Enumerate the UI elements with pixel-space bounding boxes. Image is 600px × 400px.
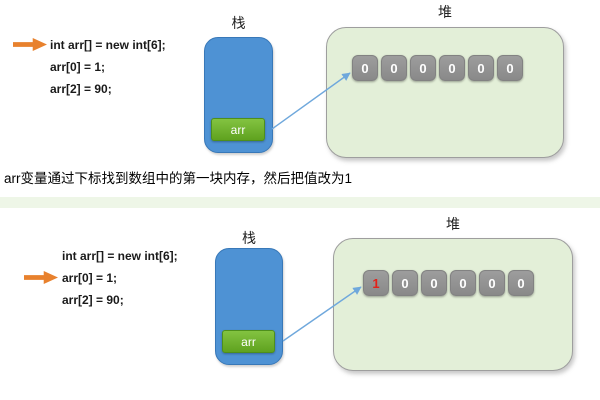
array-cell: 0 [381,55,407,81]
array-cell: 0 [479,270,505,296]
heap-label: 堆 [446,216,460,232]
array-variable-box: arr [211,118,265,141]
caption-text: arr变量通过下标找到数组中的第一块内存，然后把值改为1 [4,171,353,186]
separator-band [0,197,600,208]
code-pointer-arrow-icon [24,271,58,284]
code-line: int arr[] = new int[6]; [50,38,166,52]
array-cell: 0 [497,55,523,81]
array-cell: 0 [439,55,465,81]
array-cell: 0 [392,270,418,296]
array-cell: 0 [410,55,436,81]
array-cell: 0 [508,270,534,296]
heap-box [326,27,564,158]
array-cell: 1 [363,270,389,296]
code-line: arr[0] = 1; [50,60,106,74]
array-cell: 0 [468,55,494,81]
array-cell: 0 [352,55,378,81]
code-line: arr[2] = 90; [62,293,124,307]
array-cells-row: 0 0 0 0 0 0 [352,55,523,81]
heap-label: 堆 [438,4,452,20]
code-line: arr[0] = 1; [62,271,118,285]
stack-label: 栈 [231,15,246,31]
array-cell: 0 [421,270,447,296]
code-line: int arr[] = new int[6]; [62,249,178,263]
array-variable-box: arr [222,330,275,353]
stack-label: 栈 [242,230,256,246]
code-line: arr[2] = 90; [50,82,112,96]
code-pointer-arrow-icon [13,38,47,51]
array-cell: 0 [450,270,476,296]
array-cells-row: 1 0 0 0 0 0 [363,270,534,296]
heap-box [333,238,573,371]
